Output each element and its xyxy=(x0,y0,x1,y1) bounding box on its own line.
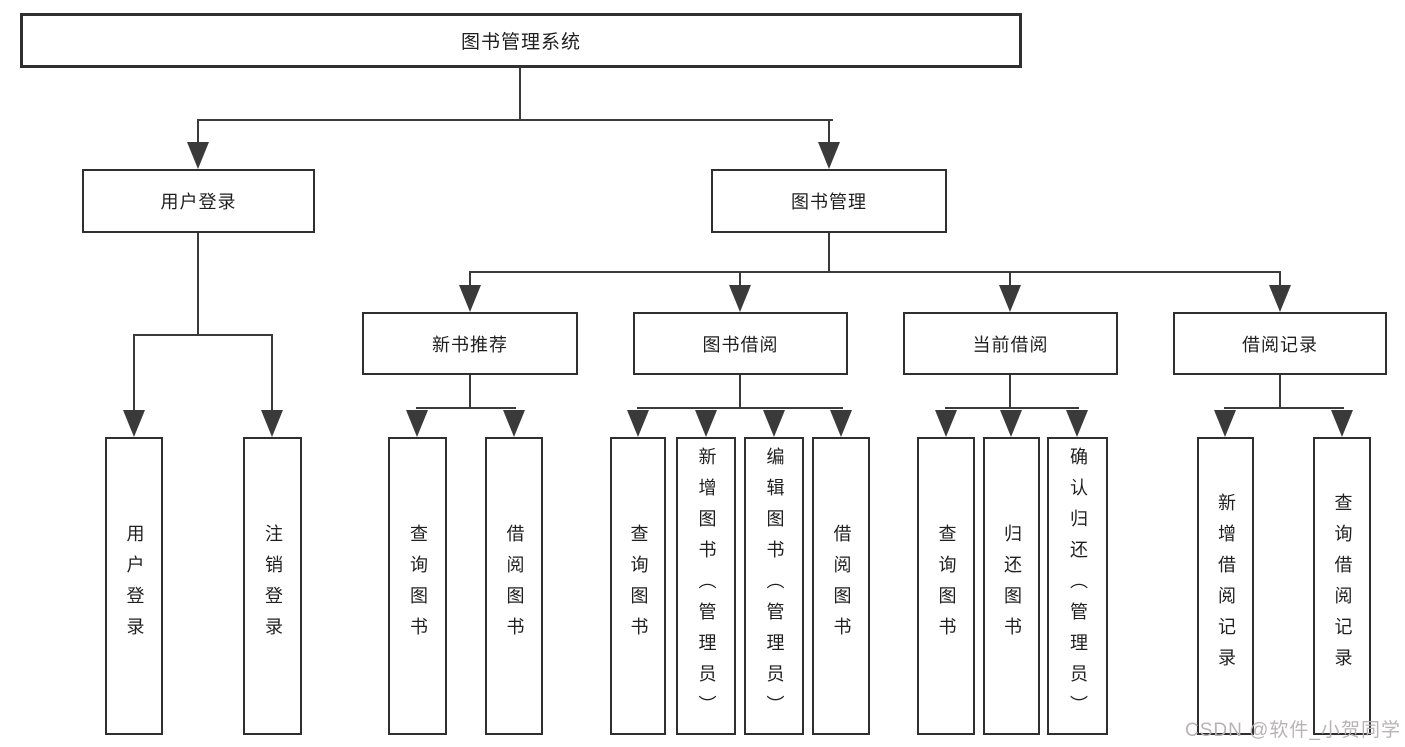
leaf-borrow-add-admin: 新增图书（管理员） xyxy=(676,437,736,735)
connector-bookmgmt-branch xyxy=(469,271,1281,273)
leaf-borrow-query-label: 查询图书 xyxy=(628,524,649,648)
node-user-login: 用户登录 xyxy=(82,169,315,233)
leaf-borrow-edit-admin-label: 编辑图书（管理员） xyxy=(764,446,785,726)
leaf-user-login: 用户登录 xyxy=(105,437,163,735)
connector-shaft-user-login xyxy=(197,119,199,143)
arrowhead-leaf-user-login xyxy=(123,410,145,437)
node-borrow-records: 借阅记录 xyxy=(1173,312,1387,375)
leaf-logout-label: 注销登录 xyxy=(262,524,283,648)
arrowhead-book-management xyxy=(818,142,840,169)
leaf-borrow-borrow: 借阅图书 xyxy=(812,437,870,735)
connector-shaft-new-book-recommend xyxy=(469,271,471,287)
arrowhead-book-borrow xyxy=(729,285,751,312)
connector-newbooks-stem xyxy=(469,375,471,407)
connector-shaft-current-borrow xyxy=(1009,271,1011,287)
connector-shaft-leaf-user-login xyxy=(133,334,135,411)
arrowhead-borrow-borrow xyxy=(830,410,852,437)
connector-borrow-stem xyxy=(739,375,741,407)
connector-current-stem xyxy=(1009,375,1011,407)
connector-newbooks-branch xyxy=(416,407,516,409)
arrowhead-current-query xyxy=(935,410,957,437)
connector-records-stem xyxy=(1279,375,1281,407)
connector-records-branch xyxy=(1224,407,1344,409)
arrowhead-borrow-query xyxy=(627,410,649,437)
leaf-current-confirm-admin: 确认归还（管理员） xyxy=(1047,437,1108,735)
arrowhead-newbooks-borrow xyxy=(503,410,525,437)
connector-login-branch xyxy=(133,334,273,336)
leaf-records-add: 新增借阅记录 xyxy=(1197,437,1254,735)
arrowhead-newbooks-query xyxy=(406,410,428,437)
node-book-borrow-label: 图书借阅 xyxy=(702,334,779,355)
node-borrow-records-label: 借阅记录 xyxy=(1242,334,1318,355)
leaf-newbooks-borrow: 借阅图书 xyxy=(485,437,543,735)
arrowhead-borrow-records xyxy=(1269,285,1291,312)
leaf-records-query: 查询借阅记录 xyxy=(1313,437,1371,735)
arrowhead-current-confirm xyxy=(1066,410,1088,437)
arrowhead-records-query xyxy=(1331,410,1353,437)
connector-login-stem xyxy=(197,233,199,334)
connector-shaft-book-management xyxy=(828,119,830,143)
node-new-book-recommend: 新书推荐 xyxy=(362,312,578,375)
arrowhead-leaf-logout xyxy=(261,410,283,437)
leaf-newbooks-borrow-label: 借阅图书 xyxy=(504,524,525,648)
node-book-management: 图书管理 xyxy=(711,169,947,233)
leaf-borrow-query: 查询图书 xyxy=(610,437,666,735)
node-user-login-label: 用户登录 xyxy=(160,192,237,212)
node-book-management-label: 图书管理 xyxy=(791,192,867,212)
leaf-logout: 注销登录 xyxy=(243,437,302,735)
connector-shaft-leaf-logout xyxy=(271,334,273,411)
leaf-current-query-label: 查询图书 xyxy=(936,524,957,648)
arrowhead-records-add xyxy=(1214,410,1236,437)
leaf-newbooks-query-label: 查询图书 xyxy=(407,524,428,648)
connector-root-branch xyxy=(197,119,833,121)
leaf-borrow-edit-admin: 编辑图书（管理员） xyxy=(744,437,804,735)
arrowhead-borrow-edit xyxy=(763,410,785,437)
node-book-borrow: 图书借阅 xyxy=(633,312,848,375)
connector-bookmgmt-stem xyxy=(828,233,830,271)
leaf-current-query: 查询图书 xyxy=(917,437,975,735)
connector-borrow-branch xyxy=(637,407,843,409)
node-current-borrow: 当前借阅 xyxy=(903,312,1118,375)
node-root: 图书管理系统 xyxy=(20,13,1022,68)
node-new-book-recommend-label: 新书推荐 xyxy=(432,334,508,355)
arrowhead-borrow-add xyxy=(695,410,717,437)
csdn-watermark: CSDN @软件_小贺同学 xyxy=(1185,720,1401,741)
connector-shaft-borrow-records xyxy=(1279,271,1281,287)
leaf-records-add-label: 新增借阅记录 xyxy=(1215,493,1236,679)
node-current-borrow-label: 当前借阅 xyxy=(972,334,1049,355)
arrowhead-current-borrow xyxy=(999,285,1021,312)
node-root-label: 图书管理系统 xyxy=(460,32,581,53)
arrowhead-current-return xyxy=(1000,410,1022,437)
arrowhead-user-login xyxy=(187,142,209,169)
leaf-borrow-add-admin-label: 新增图书（管理员） xyxy=(696,446,717,726)
leaf-current-return: 归还图书 xyxy=(983,437,1040,735)
leaf-current-confirm-admin-label: 确认归还（管理员） xyxy=(1067,446,1088,726)
leaf-borrow-borrow-label: 借阅图书 xyxy=(831,524,852,648)
connector-shaft-book-borrow xyxy=(739,271,741,287)
arrowhead-new-book-recommend xyxy=(459,285,481,312)
connector-root-stem xyxy=(519,68,521,119)
leaf-newbooks-query: 查询图书 xyxy=(388,437,447,735)
leaf-records-query-label: 查询借阅记录 xyxy=(1332,493,1353,679)
leaf-user-login-label: 用户登录 xyxy=(124,524,145,648)
leaf-current-return-label: 归还图书 xyxy=(1001,524,1022,648)
connector-current-branch xyxy=(945,407,1079,409)
